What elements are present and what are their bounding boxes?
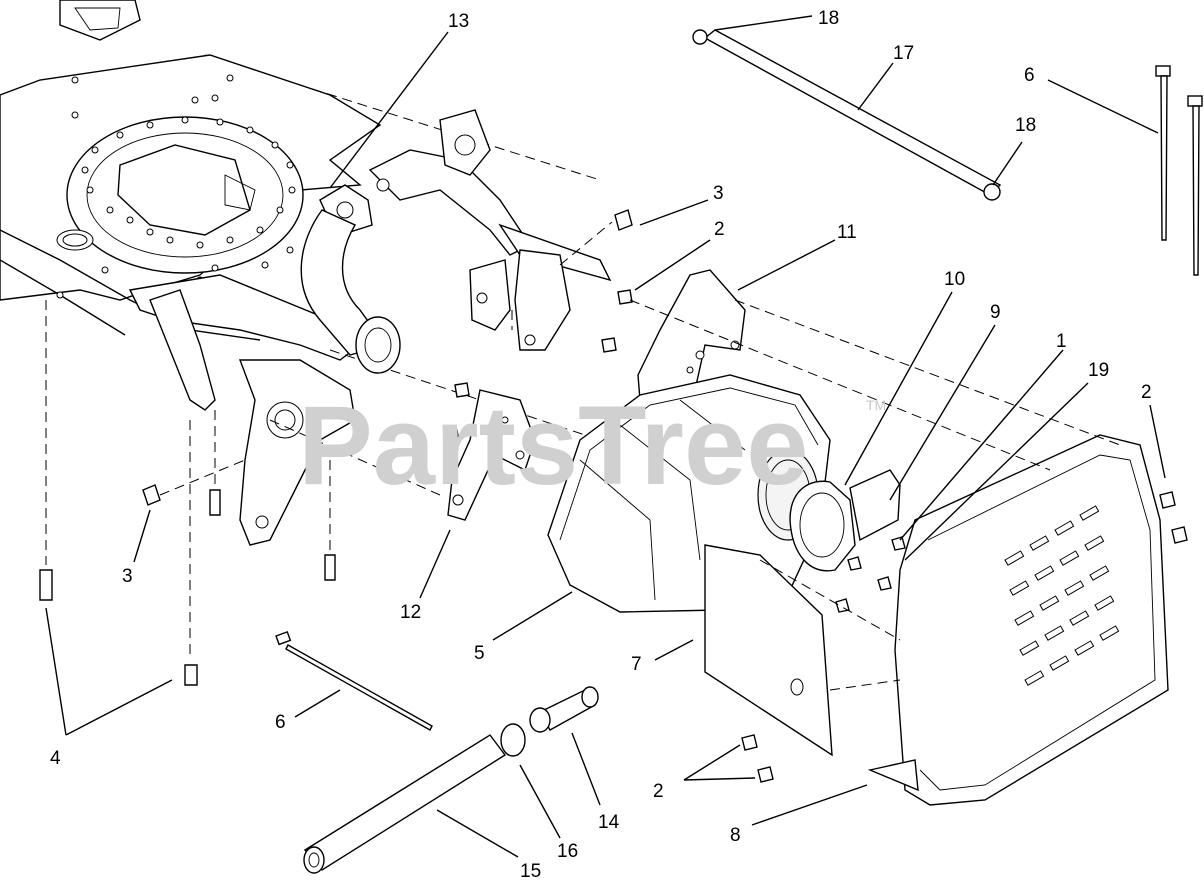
callout-7: 7 <box>631 654 642 675</box>
callout-19: 19 <box>1088 360 1109 381</box>
tube-17 <box>692 29 1002 201</box>
cable-ties-6 <box>275 65 1203 731</box>
callout-4: 4 <box>50 748 61 769</box>
bracket-12 <box>447 389 536 521</box>
callout-8: 8 <box>730 825 741 846</box>
bracket-11 <box>637 269 746 401</box>
fitting-14 <box>529 686 599 733</box>
callout-12: 12 <box>400 602 421 623</box>
callout-13: 13 <box>448 11 469 32</box>
callout-6-top: 6 <box>1024 65 1035 86</box>
callout-18-top: 18 <box>818 8 839 29</box>
callout-labels: 13 18 17 18 6 3 2 11 10 9 1 19 2 3 12 5 … <box>50 8 1152 882</box>
callout-2-bottom: 2 <box>653 781 664 802</box>
callout-5: 5 <box>474 643 485 664</box>
heat-shield-7 <box>704 544 833 757</box>
fasteners <box>39 209 1188 783</box>
leader-lines <box>45 15 1166 858</box>
callout-16: 16 <box>557 841 578 862</box>
callout-11: 11 <box>837 222 857 243</box>
chassis-frame <box>0 0 691 546</box>
muffler-guard-8 <box>867 434 1169 806</box>
muffler-5 <box>547 374 831 613</box>
callout-15: 15 <box>520 861 541 882</box>
watermark: PartsTree TM <box>298 383 886 508</box>
callout-14: 14 <box>598 812 620 833</box>
watermark-text: PartsTree <box>298 383 809 508</box>
hose-15 <box>303 734 507 874</box>
callout-6-bottom: 6 <box>275 712 286 733</box>
callout-3-left: 3 <box>122 566 133 587</box>
callout-1: 1 <box>1056 331 1067 352</box>
callout-3-top: 3 <box>713 183 724 204</box>
watermark-tm: TM <box>866 397 886 413</box>
callout-17: 17 <box>893 43 914 64</box>
clamp-16 <box>500 723 526 757</box>
callout-10: 10 <box>944 269 965 290</box>
callout-18-right: 18 <box>1015 115 1036 136</box>
callout-2-right: 2 <box>1141 382 1152 403</box>
guard-slots <box>1004 505 1120 686</box>
upper-bracket <box>368 109 612 351</box>
callout-2-top: 2 <box>714 219 725 240</box>
spark-arrestor-10 <box>789 469 901 572</box>
callout-9: 9 <box>990 302 1001 323</box>
exhaust-pipe-13 <box>300 184 401 374</box>
